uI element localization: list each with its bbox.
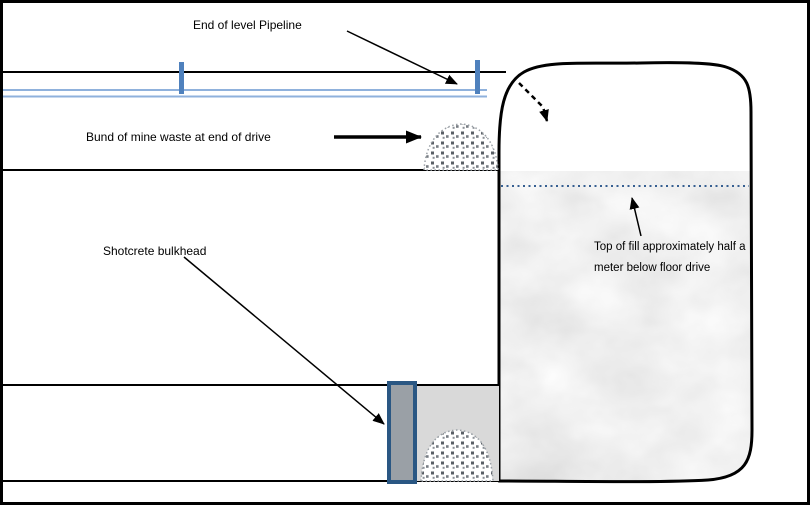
discharge-dashed-arrow <box>518 82 549 122</box>
end-of-pipeline-arrow <box>346 30 458 85</box>
top-of-fill-label-line2: meter below floor drive <box>594 262 711 274</box>
end-of-pipeline-label: End of level Pipeline <box>193 18 302 32</box>
pipeline-support-left <box>179 62 184 94</box>
bulkhead-label-arrow <box>183 256 385 425</box>
shotcrete-bulkhead <box>387 381 417 484</box>
top-of-fill-label: Top of fill approximately half a meter b… <box>594 237 746 279</box>
waste-bund-upper <box>423 123 499 171</box>
pipeline-end-support <box>475 60 480 94</box>
top-of-fill-arrow <box>629 197 642 237</box>
bund-label: Bund of mine waste at end of drive <box>86 130 271 144</box>
stope-backfill-texture <box>499 186 752 482</box>
top-of-fill-label-line1: Top of fill approximately half a <box>594 241 746 253</box>
bulkhead-label: Shotcrete bulkhead <box>103 244 207 258</box>
waste-bund-lower <box>420 429 494 482</box>
